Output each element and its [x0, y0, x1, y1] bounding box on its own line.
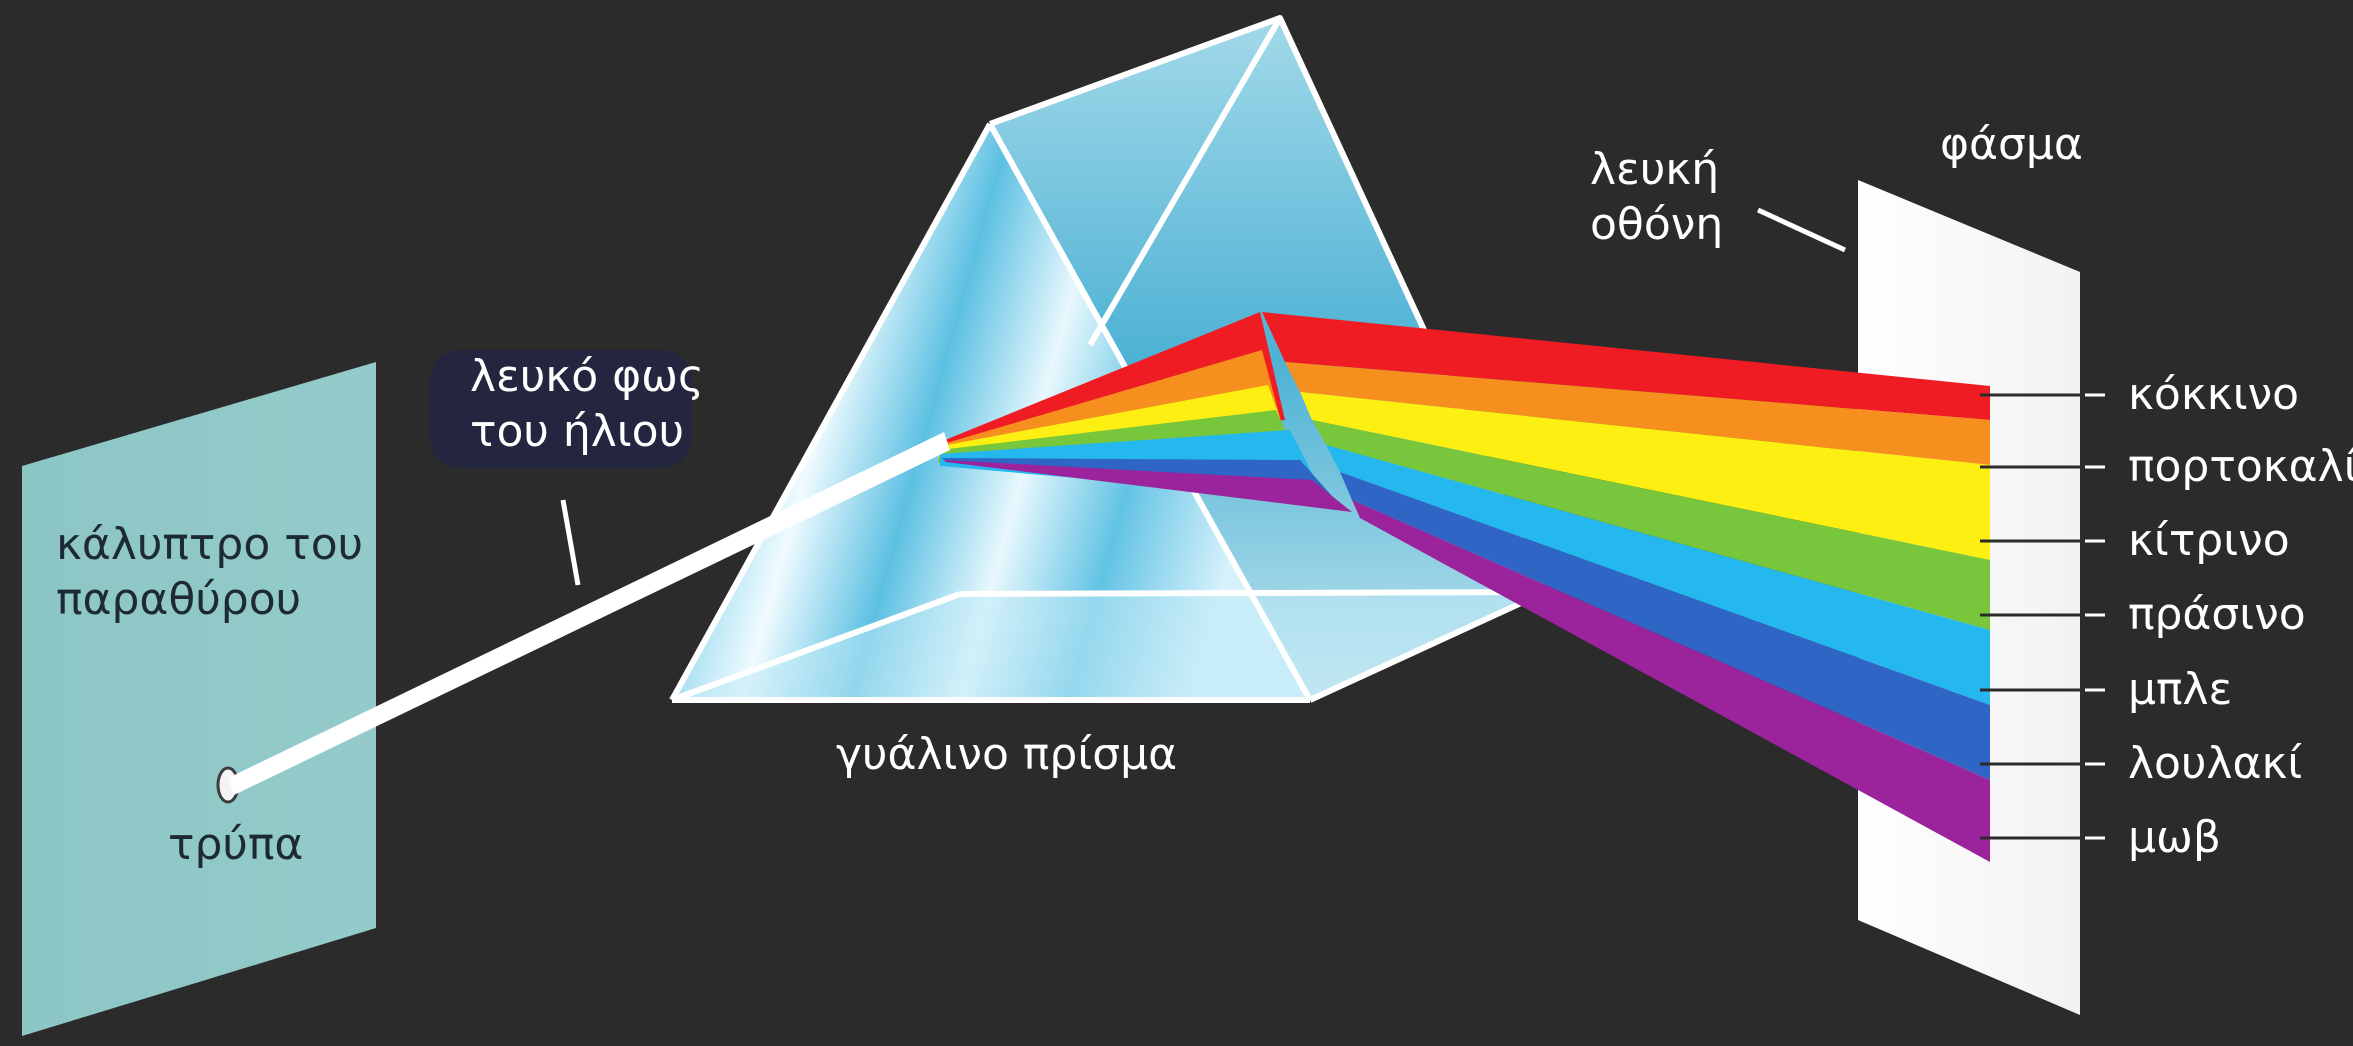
sunlight-label-line1: λευκό φως: [470, 351, 704, 402]
sunlight-pointer-line: [560, 499, 581, 586]
hole-label: τρύπα: [168, 819, 304, 870]
spectrum-label: φάσμα: [1940, 119, 2083, 170]
screen-pointer-line: [1756, 207, 1847, 253]
window-cover-label: κάλυπτρο του παραθύρου: [56, 520, 363, 625]
white-screen-label-line2: οθόνη: [1590, 199, 1724, 251]
white-light-beam: [228, 432, 950, 795]
white-screen-label: λευκή οθόνη: [1590, 145, 1723, 250]
spectrum-color-label-green: πράσινο: [2128, 589, 2306, 640]
window-cover-label-line1: κάλυπτρο του: [56, 519, 364, 570]
spectrum-color-label-yellow: κίτρινο: [2128, 515, 2290, 566]
prism-label: γυάλινο πρίσμα: [836, 729, 1178, 780]
window-cover: [22, 362, 376, 1036]
spectrum-beam: [1262, 312, 1990, 862]
spectrum-dashes: [2085, 393, 2105, 840]
sunlight-label-line2: του ήλιου: [470, 406, 685, 458]
spectrum-color-label-blue: μπλε: [2128, 664, 2233, 715]
white-screen-label-line1: λευκή: [1590, 144, 1720, 195]
window-cover-label-line2: παραθύρου: [56, 574, 302, 626]
spectrum-color-label-indigo: λουλακί: [2128, 738, 2303, 789]
spectrum-color-label-red: κόκκινο: [2128, 369, 2300, 420]
sunlight-label: λευκό φως του ήλιου: [470, 352, 704, 457]
spectrum-color-label-orange: πορτοκαλί: [2128, 441, 2353, 492]
spectrum-ticks: [1980, 393, 2080, 840]
spectrum-in-prism: [938, 312, 1352, 512]
spectrum-color-label-violet: μωβ: [2128, 812, 2221, 863]
sunlight-label-bubble: [430, 350, 692, 468]
